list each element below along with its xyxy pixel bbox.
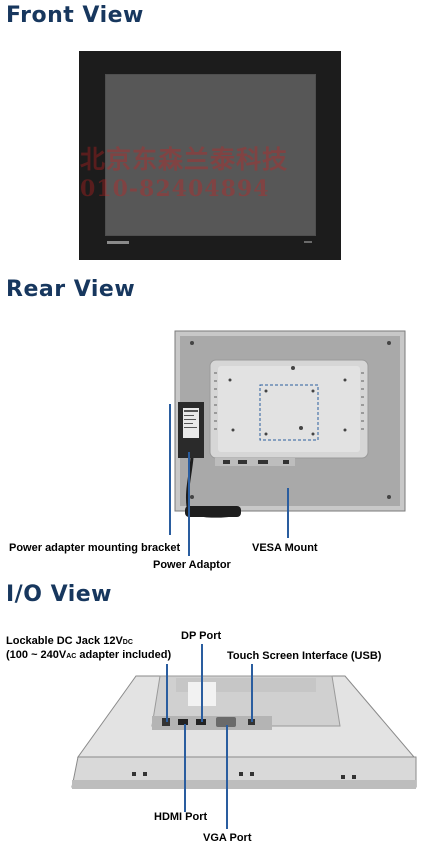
dc-jack-label: Lockable DC Jack 12VDC (6, 635, 133, 647)
watermark-chinese: 北京东森兰泰科技 (80, 145, 289, 174)
hdmi-port-label: HDMI Port (154, 811, 208, 823)
power-adaptor-label: Power Adaptor (153, 559, 231, 571)
dc-adapter-label: (100 ~ 240VAC adapter included) (6, 649, 171, 661)
vga-leader (226, 725, 228, 829)
adaptor-leader-line (188, 452, 190, 556)
rear-view-heading: Rear View (6, 277, 136, 302)
dc-jack-subscript: DC (122, 639, 133, 646)
vga-port-label: VGA Port (203, 832, 252, 844)
dc-jack-text: Lockable DC Jack 12V (6, 635, 123, 647)
vesa-leader-line (287, 488, 289, 538)
hdmi-leader (184, 724, 186, 812)
watermark-phone: 010-82404894 (80, 176, 270, 202)
power-adapter-bracket-label: Power adapter mounting bracket (9, 542, 181, 554)
dc-adapter-text-a: (100 ~ 240V (6, 649, 67, 661)
dp-port-label: DP Port (181, 630, 222, 642)
dc-adapter-text-b: adapter included) (76, 649, 172, 661)
touch-usb-leader (251, 664, 253, 722)
front-view-heading: Front View (6, 3, 144, 28)
bracket-leader-line (169, 404, 171, 535)
dp-port-leader (201, 644, 203, 722)
io-view-heading: I/O View (6, 582, 113, 607)
dc-jack-leader (166, 664, 168, 722)
vesa-mount-label: VESA Mount (252, 542, 318, 554)
touch-usb-label: Touch Screen Interface (USB) (227, 650, 382, 662)
dc-adapter-subscript: AC (66, 653, 77, 660)
